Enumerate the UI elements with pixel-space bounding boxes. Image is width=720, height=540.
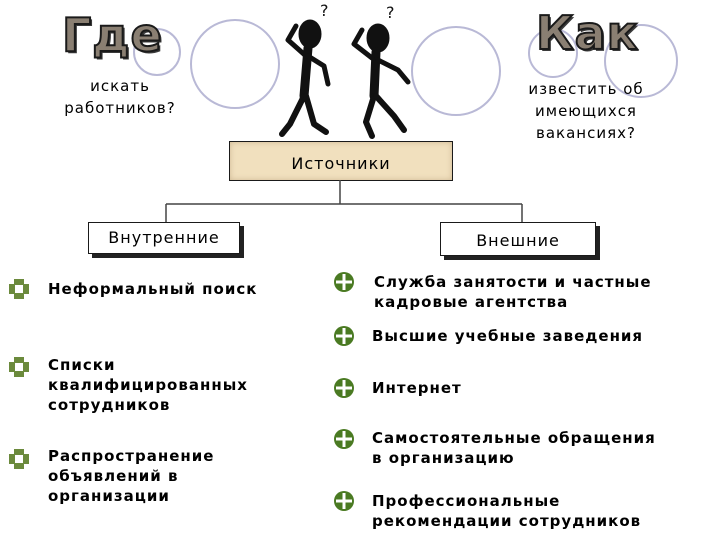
circle-top-right (528, 28, 578, 78)
sources-label: Источники (291, 154, 391, 173)
external-label: Внешние (476, 231, 560, 250)
external-item-4: Самостоятельные обращения в организацию (372, 429, 656, 467)
thinking-figures-illustration: ? ? (279, 4, 411, 139)
plus-square-icon (9, 279, 29, 299)
plus-circle-icon (334, 326, 354, 346)
circle-right-large (411, 26, 501, 116)
circle-right-mid (604, 24, 678, 98)
title-where: Где (61, 7, 163, 63)
external-item-5: Профессиональные рекомендации сотруднико… (372, 492, 642, 530)
title-how: Как (535, 5, 639, 61)
question-right: известить об имеющихся вакансиях? (528, 80, 644, 142)
internal-item-2: Списки квалифицированных сотрудников (48, 356, 248, 414)
plus-circle-icon (334, 378, 354, 398)
internal-item-1: Неформальный поиск (48, 280, 258, 298)
internal-label: Внутренние (108, 228, 220, 247)
internal-box: Внутренние (88, 222, 240, 254)
external-item-3: Интернет (372, 379, 462, 397)
circle-top-left (133, 28, 181, 76)
plus-circle-icon (334, 429, 354, 449)
plus-circle-icon (334, 491, 354, 511)
question-mark-2: ? (386, 4, 395, 22)
circle-left-large (190, 19, 280, 109)
plus-square-icon (9, 449, 29, 469)
question-left: искать работников? (64, 77, 176, 117)
external-box: Внешние (440, 222, 596, 256)
sources-box: Источники (229, 141, 453, 181)
question-mark-1: ? (320, 4, 329, 20)
external-item-2: Высшие учебные заведения (372, 327, 644, 345)
internal-item-3: Распространение объявлений в организации (48, 447, 215, 505)
external-item-1: Служба занятости и частные кадровые аген… (374, 273, 652, 311)
plus-square-icon (9, 357, 29, 377)
plus-circle-icon (334, 272, 354, 292)
